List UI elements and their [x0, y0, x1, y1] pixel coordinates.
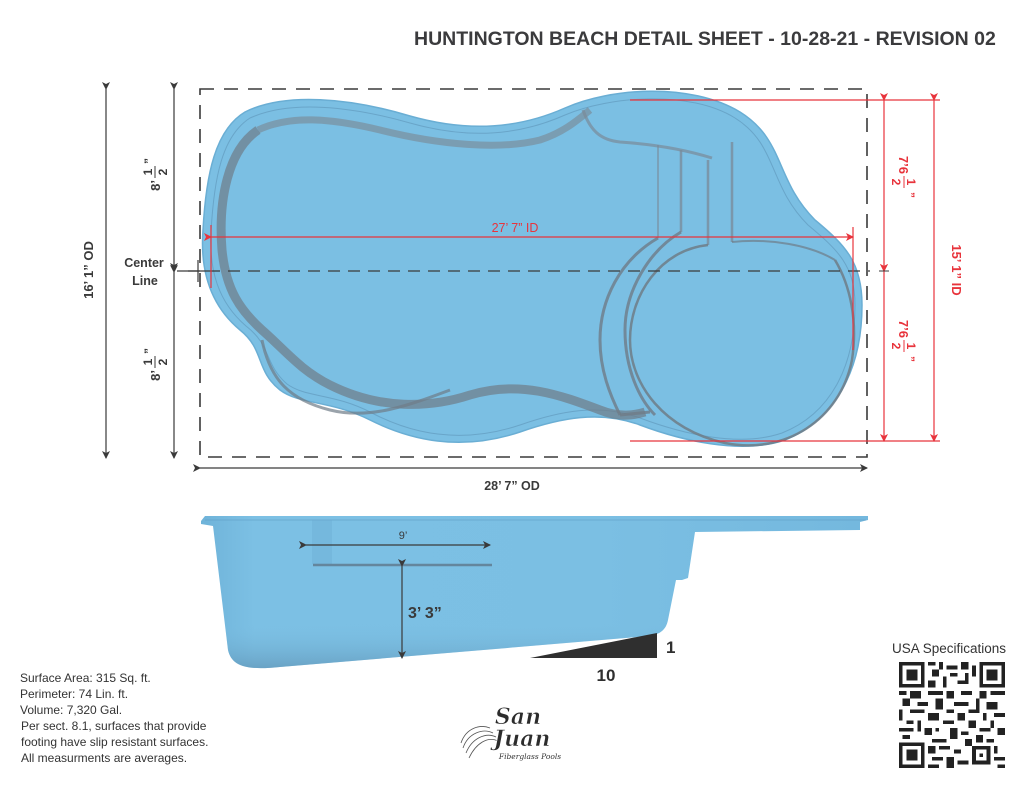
half-height-bottom-label: 8’ 1 2 ”	[141, 348, 170, 381]
svg-text:7’6: 7’6	[896, 156, 911, 174]
center-line	[177, 260, 870, 282]
note-line-1: Per sect. 8.1, surfaces that provide	[21, 719, 207, 733]
overall-width-dimension: 28’ 7” OD	[193, 464, 868, 493]
slope-rise-label: 1	[666, 638, 675, 657]
pool-plan-shape	[201, 90, 863, 447]
logo-line-1: San	[495, 704, 541, 730]
volume-text: Volume: 7,320 Gal.	[20, 703, 123, 717]
note-line-3: All measurments are averages.	[21, 751, 188, 765]
svg-text:1: 1	[141, 168, 155, 175]
svg-text:2: 2	[889, 343, 903, 350]
page-title: HUNTINGTON BEACH DETAIL SHEET - 10-28-21…	[414, 28, 996, 50]
svg-text:”: ”	[142, 348, 156, 354]
half-width-bottom-label: 7’6 1 2 ”	[889, 320, 918, 362]
svg-text:2: 2	[889, 179, 903, 186]
svg-text:7’6: 7’6	[896, 320, 911, 338]
logo-line-2: Juan	[490, 726, 551, 752]
interior-width-label: 15’ 1” ID	[949, 244, 964, 295]
svg-text:”: ”	[142, 158, 156, 164]
outer-dimension-box	[199, 88, 868, 458]
svg-text:”: ”	[903, 192, 917, 198]
pool-profile-shape: 9’ 3’ 3”	[201, 516, 868, 669]
overall-width-label: 28’ 7” OD	[484, 479, 540, 493]
qr-code[interactable]	[899, 662, 1005, 768]
svg-text:8’: 8’	[148, 370, 163, 381]
bench-length-label: 9’	[399, 530, 408, 542]
note-line-2: footing have slip resistant surfaces.	[21, 735, 209, 749]
slope-indicator: 1 10	[530, 633, 675, 685]
center-line-label: Center	[124, 256, 164, 270]
svg-text:2: 2	[156, 168, 170, 175]
svg-text:2: 2	[156, 358, 170, 365]
half-width-top-label: 7’6 1 2 ”	[889, 156, 918, 198]
pool-specifications: Surface Area: 315 Sq. ft. Perimeter: 74 …	[20, 670, 208, 766]
depth-label: 3’ 3”	[408, 605, 442, 622]
san-juan-logo: San Juan Fiberglass Pools	[460, 704, 561, 761]
overall-height-label: 16’ 1” OD	[81, 241, 96, 299]
logo-tagline: Fiberglass Pools	[498, 752, 561, 761]
half-height-dimension: 8’ 1 2 ” 8’ 1 2 ” Center Line	[124, 82, 178, 459]
svg-text:”: ”	[903, 356, 917, 362]
perimeter-text: Perimeter: 74 Lin. ft.	[20, 687, 129, 701]
interior-width-dimension: 15’ 1” ID 7’6 1 2 ” 7’6 1 2 ”	[630, 93, 964, 442]
surface-area-text: Surface Area: 315 Sq. ft.	[20, 671, 151, 685]
overall-height-dimension: 16’ 1” OD	[81, 82, 110, 459]
interior-length-label: 27’ 7” ID	[492, 221, 539, 235]
qr-label: USA Specifications	[892, 641, 1007, 656]
interior-length-dimension: 27’ 7” ID	[204, 221, 854, 350]
center-line-label-2: Line	[132, 274, 158, 288]
half-height-top-label: 8’ 1 2 ”	[141, 158, 170, 191]
svg-text:8’: 8’	[148, 180, 163, 191]
slope-run-label: 10	[597, 666, 616, 685]
svg-text:1: 1	[904, 343, 918, 350]
svg-text:1: 1	[904, 179, 918, 186]
svg-text:1: 1	[141, 358, 155, 365]
